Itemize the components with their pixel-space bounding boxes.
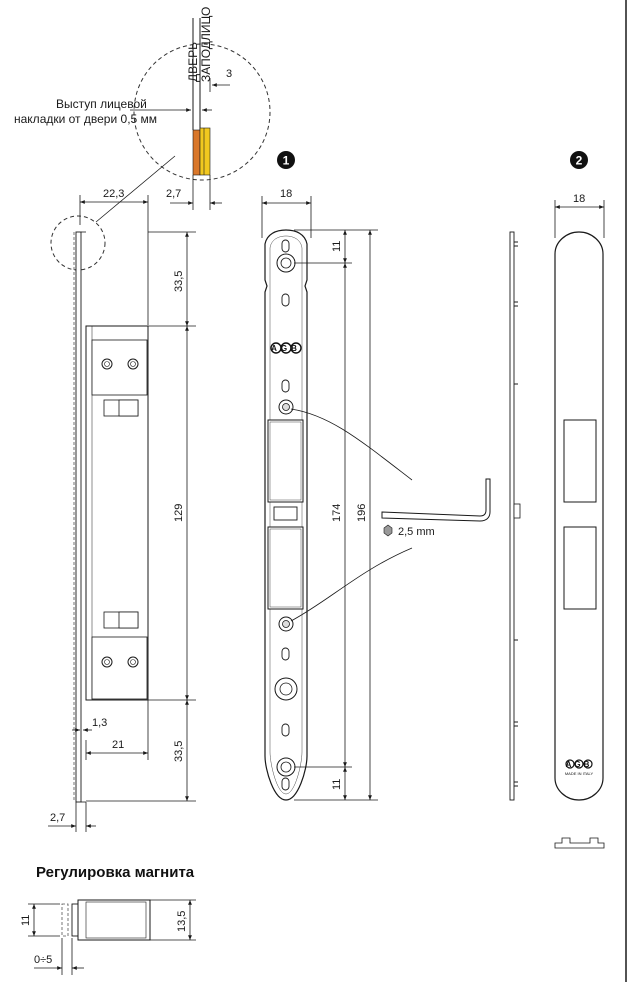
dim-3: 3 <box>226 68 232 80</box>
made-in-label: MADE IN ITALY <box>565 771 594 776</box>
dim-22-3: 22,3 <box>103 188 124 200</box>
marker-2: 2 <box>576 154 583 168</box>
dim-2-7-bot: 2,7 <box>50 812 65 824</box>
dim-21: 21 <box>112 739 124 751</box>
dim-2-7-top: 2,7 <box>166 188 181 200</box>
marker-1-bg <box>277 151 295 169</box>
dim-174: 174 <box>331 504 343 522</box>
door-layer-orange <box>192 129 201 176</box>
magnet-dim-13-5: 13,5 <box>176 911 188 932</box>
flush-label: ЗАПОДЛИЦО <box>199 7 213 82</box>
hex-icon <box>383 524 393 537</box>
magnet-dim-11: 11 <box>20 915 32 926</box>
plate-edge <box>75 231 82 803</box>
magnet-dim-0-5: 0÷5 <box>34 954 52 966</box>
magnet-title: Регулировка магнита <box>36 864 195 881</box>
side-view: 22,3 2,7 <box>48 175 222 832</box>
dim-11-bot: 11 <box>331 779 343 790</box>
door-label: ДВЕРЬ <box>186 42 200 82</box>
magnet-adjustment: Регулировка магнита 11 13,5 0÷5 <box>20 864 196 975</box>
dim-18-b: 18 <box>573 193 585 205</box>
dim-129: 129 <box>173 504 185 522</box>
hex-key: 2,5 mm <box>381 478 491 538</box>
dim-18-a: 18 <box>280 188 292 200</box>
detail-view: ДВЕРЬ ЗАПОДЛИЦО 3 Выступ лицевой накладк… <box>14 7 271 223</box>
cover-plate-outline <box>554 231 604 801</box>
dim-33-5-bot: 33,5 <box>173 741 185 762</box>
offset-label-line1: Выступ лицевой <box>56 97 147 111</box>
cover-logo: AGB <box>566 760 593 769</box>
cover-plate-2: 2 18 AGB MADE IN ITALY <box>554 151 605 849</box>
hex-key-size: 2,5 mm <box>398 526 435 538</box>
dim-33-5-top: 33,5 <box>173 271 185 292</box>
dim-196: 196 <box>356 504 368 522</box>
detail-circle <box>133 43 271 181</box>
marker-2-bg <box>570 151 588 169</box>
offset-label-line2: накладки от двери 0,5 мм <box>14 112 157 126</box>
plate-logo: AGB <box>271 344 301 353</box>
marker-1: 1 <box>283 154 290 168</box>
front-plate-1: 1 18 AGB <box>261 151 413 801</box>
side-strip <box>509 231 521 801</box>
dim-1-3: 1,3 <box>92 717 107 729</box>
dim-11-top: 11 <box>331 241 343 252</box>
plate-layer-yellow <box>199 127 211 176</box>
